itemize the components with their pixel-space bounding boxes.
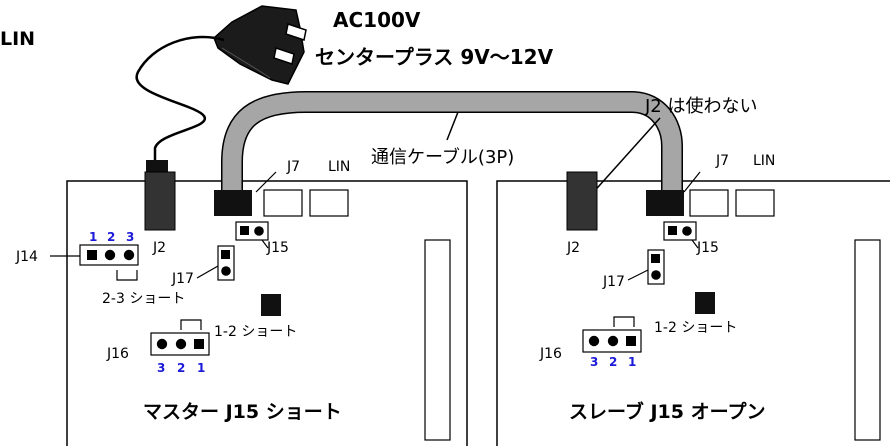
- slave-connector-box-2: [735, 189, 775, 217]
- lin-label-top-left: LIN: [0, 28, 35, 50]
- j14-pin-3-label: 3: [126, 230, 134, 244]
- slave-j16-pin-2-label: 2: [609, 355, 617, 369]
- j14-short-bracket: [116, 270, 138, 281]
- master-lin-label: LIN: [328, 159, 350, 175]
- slave-j16-pin-3-label: 3: [590, 355, 598, 369]
- slave-j16-jumper: [582, 329, 642, 353]
- master-j2-label: J2: [152, 240, 166, 256]
- slave-pin-header-strip: [854, 239, 881, 441]
- communication-cable: [221, 91, 683, 190]
- center-plus-voltage-label: センタープラス 9V〜12V: [315, 45, 554, 69]
- j2-not-used-label: J2 は使わない: [644, 96, 757, 117]
- master-connector-box-2: [309, 189, 349, 217]
- master-board-title: マスター J15 ショート: [143, 401, 342, 423]
- master-j16-pin-2-label: 2: [177, 361, 185, 375]
- slave-ic-block: [695, 292, 715, 314]
- master-pin-header-strip: [424, 239, 451, 441]
- master-j16-short-note: 1-2 ショート: [214, 324, 297, 340]
- master-j15-jumper: [235, 221, 269, 241]
- slave-j7-connector: [646, 190, 684, 216]
- master-j2-connector: [144, 160, 176, 231]
- master-j16-pin-3-label: 3: [157, 361, 165, 375]
- slave-j15-jumper: [663, 221, 697, 241]
- master-j17-label: J17: [171, 271, 194, 287]
- slave-j16-label: J16: [539, 346, 562, 362]
- master-j16-pin-1-label: 1: [197, 361, 205, 375]
- adapter-cable: [135, 35, 225, 160]
- master-connector-box-1: [263, 189, 303, 217]
- master-j7-label: J7: [286, 159, 300, 175]
- slave-j15-label: J15: [696, 240, 719, 256]
- slave-j17-label: J17: [602, 274, 625, 290]
- master-j7-connector: [214, 190, 252, 216]
- j14-pin-1-label: 1: [89, 230, 97, 244]
- slave-board-title: スレーブ J15 オープン: [569, 400, 765, 423]
- slave-lin-label: LIN: [753, 153, 775, 169]
- slave-connector-box-1: [689, 189, 729, 217]
- ac-adapter: [213, 5, 307, 85]
- cable-label: 通信ケーブル(3P): [371, 146, 514, 168]
- master-ic-block: [261, 294, 281, 316]
- j14-jumper: [79, 244, 139, 266]
- j14-pin-2-label: 2: [107, 230, 115, 244]
- slave-j16-pin-1-label: 1: [628, 355, 636, 369]
- slave-j2-connector: [566, 171, 598, 231]
- ac-voltage-label: AC100V: [333, 8, 421, 32]
- slave-j16-short-bracket: [613, 316, 635, 327]
- master-j16-label: J16: [106, 346, 129, 362]
- master-j16-jumper: [150, 332, 210, 356]
- j14-label: J14: [15, 249, 38, 265]
- master-j15-label: J15: [266, 240, 289, 256]
- slave-j16-short-note: 1-2 ショート: [654, 320, 737, 336]
- slave-j7-label: J7: [715, 153, 729, 169]
- slave-j17-jumper: [647, 249, 665, 285]
- master-j17-jumper: [217, 245, 235, 281]
- j14-short-note: 2-3 ショート: [102, 291, 185, 307]
- master-j16-short-bracket: [180, 319, 202, 330]
- slave-j2-label: J2: [566, 240, 580, 256]
